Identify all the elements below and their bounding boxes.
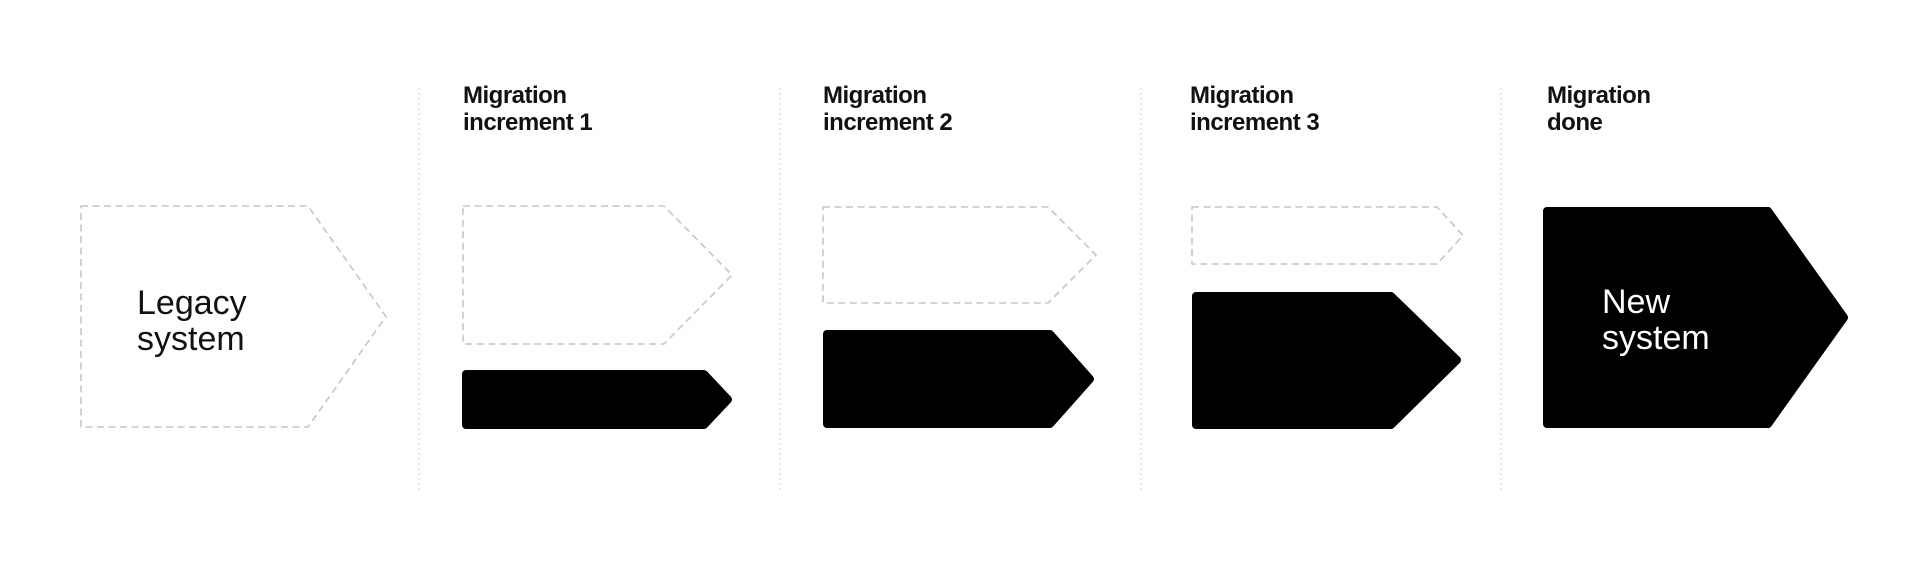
increment1-migrated-arrow: [466, 374, 728, 425]
increment3-migrated-arrow: [1196, 296, 1457, 425]
increment1-legacy-remaining-arrow: [462, 205, 733, 345]
new-system-arrow-edge: [1543, 207, 1848, 428]
legacy-system-label: Legacy system: [137, 284, 247, 358]
column-header-done: Migration done: [1547, 82, 1651, 136]
increment1-migrated-arrow-edge: [462, 370, 732, 429]
column-header-increment-2: Migration increment 2: [823, 82, 953, 136]
column-header-increment-1: Migration increment 1: [463, 82, 593, 136]
legacy-system-arrow: [80, 205, 387, 428]
increment3-migrated-arrow-edge: [1192, 292, 1461, 429]
new-system-label: New system: [1602, 283, 1710, 357]
new-system-arrow: [1547, 211, 1844, 424]
column-header-increment-3: Migration increment 3: [1190, 82, 1320, 136]
increment2-legacy-remaining-arrow: [822, 206, 1097, 304]
increment2-migrated-arrow-edge: [823, 330, 1094, 428]
increment2-migrated-arrow: [827, 334, 1090, 424]
increment3-legacy-remaining-arrow: [1191, 206, 1464, 265]
